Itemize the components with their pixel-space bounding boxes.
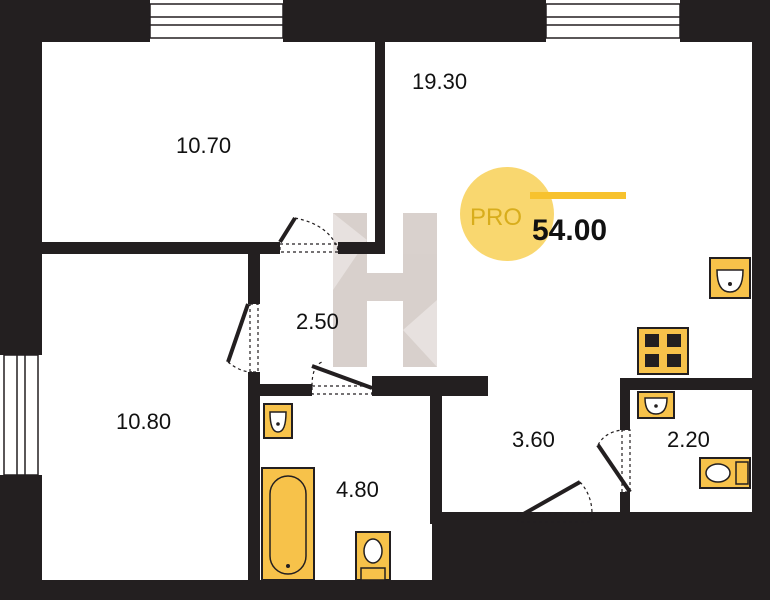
room-area-bathroom: 4.80	[336, 477, 379, 502]
stove-icon	[637, 327, 689, 375]
sink-icon	[263, 403, 293, 439]
total-area-badge: PRO 54.00	[460, 167, 626, 261]
window-icon	[3, 354, 39, 476]
bathtub-icon	[261, 467, 315, 581]
room-area-corridor: 3.60	[512, 427, 555, 452]
sink-icon	[709, 257, 751, 299]
window-icon	[149, 3, 284, 39]
door-icon	[278, 216, 339, 253]
door-icon	[226, 303, 259, 373]
toilet-icon	[355, 531, 391, 581]
door-icon	[596, 429, 632, 494]
sink-icon	[637, 391, 675, 419]
door-icon	[517, 480, 593, 523]
room-area-top-right: 19.30	[412, 69, 467, 94]
window-icon	[545, 3, 681, 39]
room-area-bottom-left: 10.80	[116, 409, 171, 434]
badge-prefix: PRO	[470, 204, 522, 231]
room-area-top-left: 10.70	[176, 133, 231, 158]
room-area-hall: 2.50	[296, 309, 339, 334]
room-area-toilet: 2.20	[667, 427, 710, 452]
door-icon	[311, 361, 373, 395]
toilet-icon	[699, 457, 751, 489]
total-area: 54.00	[532, 214, 607, 247]
